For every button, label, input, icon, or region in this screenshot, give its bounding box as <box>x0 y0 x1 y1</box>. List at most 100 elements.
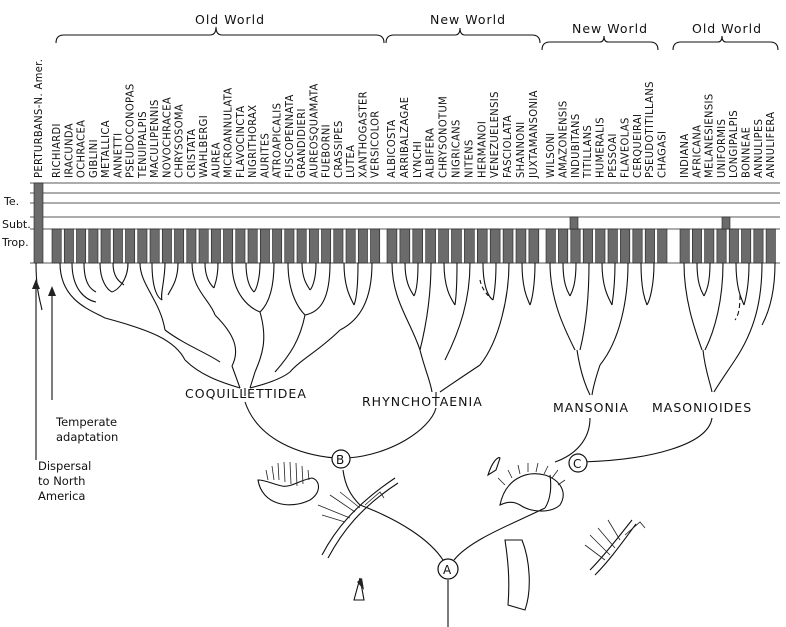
distribution-bar <box>439 229 449 263</box>
distribution-bar <box>211 229 220 263</box>
distribution-bar <box>371 229 380 263</box>
distribution-bar <box>322 229 331 263</box>
distribution-bar <box>729 229 738 263</box>
species-label: FUSCOPENNATA <box>283 94 296 178</box>
species-label: AMAZONENSIS <box>556 100 569 178</box>
species-label: JUXTAMANSONIA <box>527 90 540 179</box>
seta-illustration-b <box>318 478 398 558</box>
rhynchotaenia-tree <box>392 263 535 398</box>
species-label: NOVOCHRACEA <box>160 97 173 178</box>
zone-label-subt: Subt. <box>2 218 31 231</box>
distribution-bar <box>285 229 294 263</box>
species-label: OCHRACEA <box>75 120 88 178</box>
distribution-bar <box>766 229 775 263</box>
dispersal-label-line1: Dispersal <box>38 459 91 473</box>
distribution-bar <box>346 229 355 263</box>
species-label: TENUIPALPIS <box>136 111 149 179</box>
species-label: HUMERALIS <box>594 117 607 178</box>
distribution-bar <box>187 229 196 263</box>
region-label-new-world-1: New World <box>430 12 506 27</box>
species-label: ATROAPICALIS <box>271 103 284 178</box>
distribution-bar <box>426 229 436 263</box>
distribution-bar <box>334 229 343 263</box>
coquillettidea-tree <box>36 263 372 396</box>
seta-illustration-right <box>585 520 645 575</box>
distribution-bar <box>529 229 539 263</box>
distribution-bar <box>705 229 714 263</box>
species-label: FLAVOCINCTA <box>234 106 247 178</box>
dispersal-label-line3: America <box>38 489 85 503</box>
distribution-bar <box>558 229 567 263</box>
species-label: ANNULIPES <box>752 119 765 178</box>
distribution-bar <box>309 229 318 263</box>
species-label: CERQUEIRAI <box>631 114 644 178</box>
region-label-new-world-2: New World <box>572 21 648 36</box>
species-label: METALLICA <box>99 120 112 178</box>
distribution-bar <box>77 229 86 263</box>
subgenus-labels: COQUILLETTIDEA RHYNCHOTAENIA MANSONIA MA… <box>185 386 752 415</box>
distribution-bar <box>583 229 592 263</box>
distribution-bar <box>52 229 61 263</box>
species-label: NIGRITHORAX <box>246 105 259 178</box>
distribution-bar <box>387 229 397 263</box>
distribution-bar <box>224 229 233 263</box>
distribution-bar <box>101 229 110 263</box>
species-label: CHAGASI <box>656 131 669 178</box>
spike-illustration <box>354 578 364 600</box>
zone-label-trop: Trop. <box>1 236 29 249</box>
temperate-label-line1: Temperate <box>55 415 117 429</box>
distribution-bar <box>113 229 122 263</box>
distribution-bar <box>452 229 462 263</box>
distribution-bar <box>658 229 667 263</box>
distribution-bar <box>516 229 526 263</box>
distribution-bar <box>490 229 500 263</box>
species-label: CRASSIPES <box>332 120 345 178</box>
distribution-bar <box>692 229 701 263</box>
species-label: PSEUDOTITILLANS <box>643 81 656 178</box>
distribution-bar-subtropical <box>722 217 730 229</box>
node-a: A <box>438 559 458 579</box>
distribution-bar <box>248 229 257 263</box>
distribution-bar <box>126 229 135 263</box>
species-label: HERMANOI <box>475 121 488 178</box>
distribution-bar <box>633 229 642 263</box>
distribution-bar <box>413 229 423 263</box>
distribution-bar <box>400 229 410 263</box>
node-label-c: C <box>573 457 581 471</box>
distribution-bar-perturbans <box>34 183 43 263</box>
species-label: ALBICOSTA <box>385 119 398 178</box>
distribution-bar <box>273 229 282 263</box>
subgenus-label-rhynchotaenia: RHYNCHOTAENIA <box>362 394 483 409</box>
distribution-bar <box>89 229 98 263</box>
species-label: XANTHOGASTER <box>356 91 369 178</box>
subgenus-label-mansonia: MANSONIA <box>553 400 629 415</box>
species-label: PSEUDOCONOPAS <box>124 83 137 178</box>
species-label: NITENS <box>462 139 475 178</box>
species-label: SHANNONI <box>514 121 527 178</box>
distribution-bar <box>645 229 654 263</box>
species-label: LYNCHI <box>411 141 424 178</box>
distribution-bar <box>175 229 184 263</box>
zone-label-te: Te. <box>3 195 19 208</box>
annotations: Temperate adaptation Dispersal to North … <box>32 279 118 503</box>
distribution-bar <box>150 229 159 263</box>
distribution-bar <box>717 229 726 263</box>
region-braces: Old World New World New World Old World <box>56 12 778 50</box>
distribution-bar <box>571 229 580 263</box>
subgenus-label-coquillettidea: COQUILLETTIDEA <box>185 386 307 401</box>
temperate-label-line2: adaptation <box>56 430 118 444</box>
species-label: CRISTATA <box>185 129 198 178</box>
species-label: UNIFORMIS <box>715 119 728 178</box>
distribution-bar <box>503 229 513 263</box>
distribution-bar <box>596 229 605 263</box>
species-label: FUEBORNI <box>320 124 333 178</box>
distribution-bar <box>477 229 487 263</box>
species-label: PESSOAI <box>606 133 619 178</box>
species-label: AURITES <box>258 133 271 178</box>
distribution-bar <box>620 229 629 263</box>
species-label: INDIANA <box>678 133 691 178</box>
siphon-illustration-left <box>258 462 319 505</box>
species-label-perturbans: PERTURBANS-N. Amer. <box>32 59 45 178</box>
